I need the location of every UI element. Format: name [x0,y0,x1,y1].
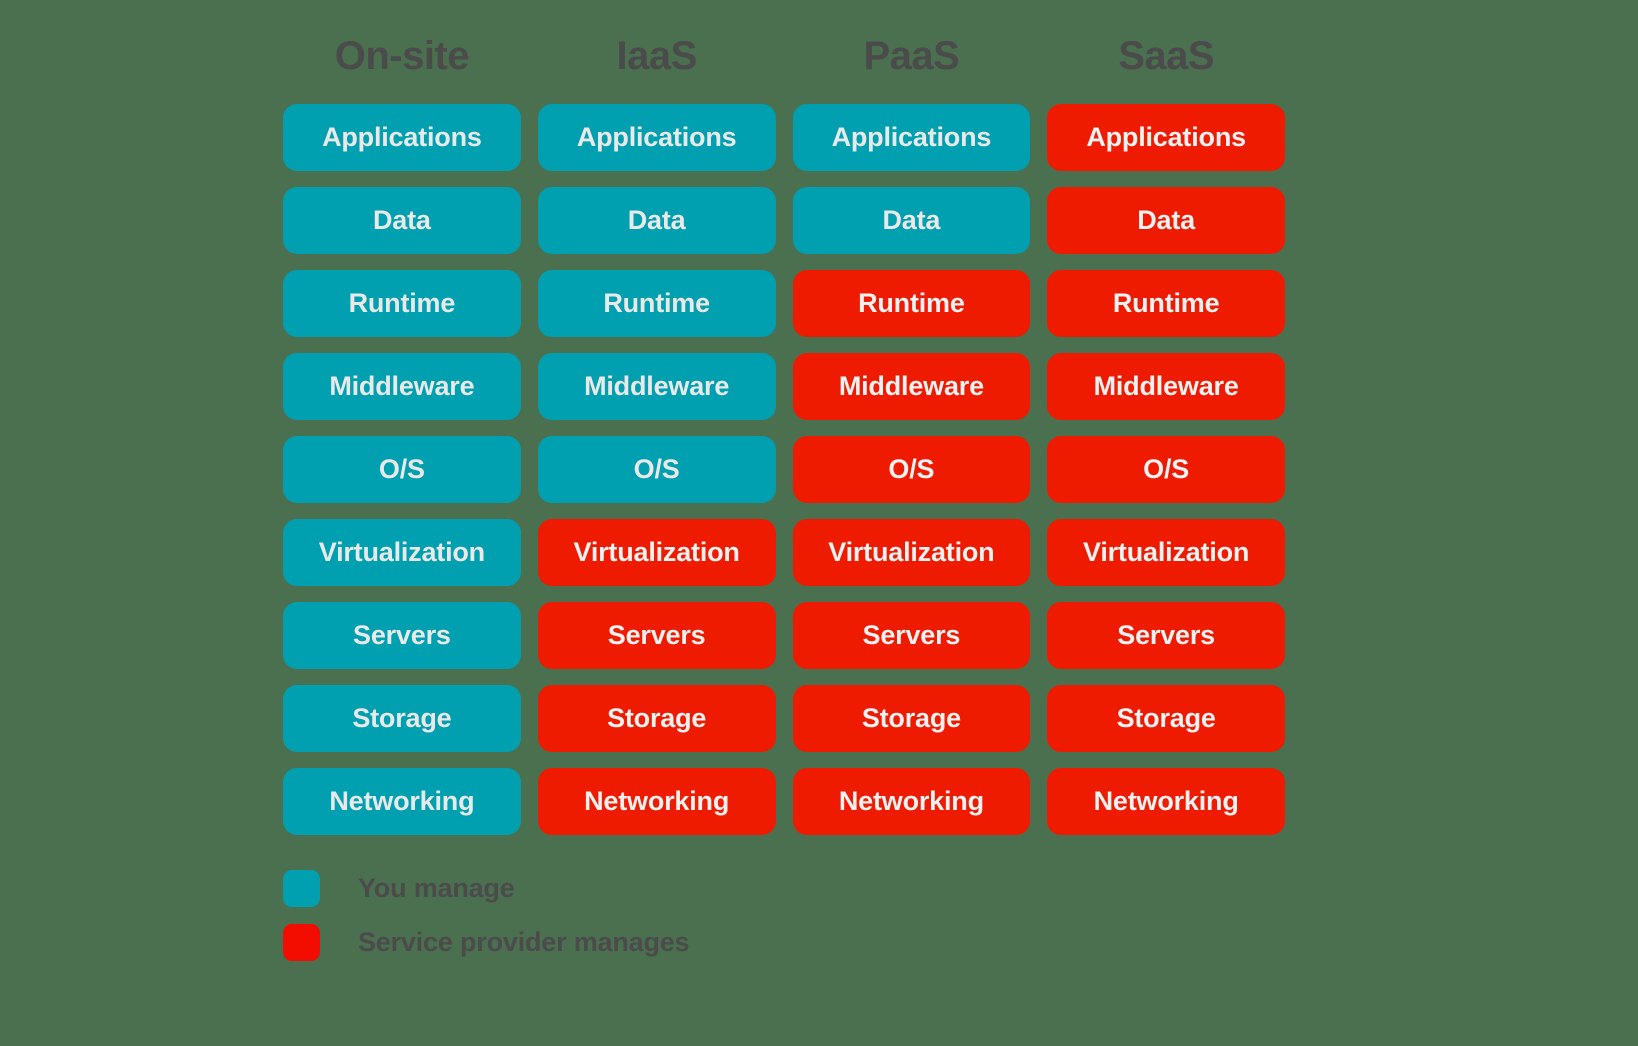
cell-iaas-storage[interactable]: Storage [537,685,776,752]
cell-paas-storage[interactable]: Storage [792,685,1031,752]
column-header-iaas: IaaS [616,34,697,78]
cell-saas-runtime[interactable]: Runtime [1047,270,1285,337]
cell-iaas-virtualization[interactable]: Virtualization [537,519,776,586]
cell-on-site-servers[interactable]: Servers [283,602,521,669]
cell-saas-o-s[interactable]: O/S [1047,436,1285,503]
column-header-on-site: On-site [334,34,470,78]
cell-paas-runtime[interactable]: Runtime [792,270,1031,337]
cell-paas-servers[interactable]: Servers [792,602,1031,669]
cell-on-site-networking[interactable]: Networking [283,768,521,835]
cell-paas-data[interactable]: Data [792,187,1031,254]
column-header-saas: SaaS [1118,34,1215,78]
cell-saas-virtualization[interactable]: Virtualization [1047,519,1285,586]
cell-saas-applications[interactable]: Applications [1047,104,1285,171]
cell-paas-networking[interactable]: Networking [792,768,1031,835]
cell-iaas-networking[interactable]: Networking [537,768,776,835]
cell-saas-networking[interactable]: Networking [1047,768,1285,835]
cell-saas-data[interactable]: Data [1047,187,1285,254]
cell-on-site-data[interactable]: Data [283,187,521,254]
legend-label-provider: Service provider manages [358,926,690,957]
cell-on-site-o-s[interactable]: O/S [283,436,521,503]
cell-on-site-middleware[interactable]: Middleware [283,353,521,420]
legend-item-you: You manage [283,868,689,908]
cell-saas-servers[interactable]: Servers [1047,602,1285,669]
cell-paas-applications[interactable]: Applications [792,104,1031,171]
cell-on-site-storage[interactable]: Storage [283,685,521,752]
cell-saas-middleware[interactable]: Middleware [1047,353,1285,420]
cell-iaas-data[interactable]: Data [537,187,776,254]
legend-label-you: You manage [358,872,515,903]
column-header-row: On-site IaaS PaaS SaaS [283,28,1285,84]
cell-on-site-virtualization[interactable]: Virtualization [283,519,521,586]
cell-paas-virtualization[interactable]: Virtualization [792,519,1031,586]
cell-on-site-runtime[interactable]: Runtime [283,270,521,337]
cell-saas-storage[interactable]: Storage [1047,685,1285,752]
cell-iaas-servers[interactable]: Servers [537,602,776,669]
cell-iaas-runtime[interactable]: Runtime [537,270,776,337]
cell-paas-middleware[interactable]: Middleware [792,353,1031,420]
legend-swatch-provider [283,923,320,961]
cell-iaas-middleware[interactable]: Middleware [537,353,776,420]
legend-item-provider: Service provider manages [283,922,690,962]
column-header-paas: PaaS [863,34,960,78]
cell-paas-o-s[interactable]: O/S [792,436,1031,503]
legend-swatch-you [283,869,320,907]
cell-iaas-o-s[interactable]: O/S [537,436,776,503]
cell-iaas-applications[interactable]: Applications [537,104,776,171]
cell-on-site-applications[interactable]: Applications [283,104,521,171]
